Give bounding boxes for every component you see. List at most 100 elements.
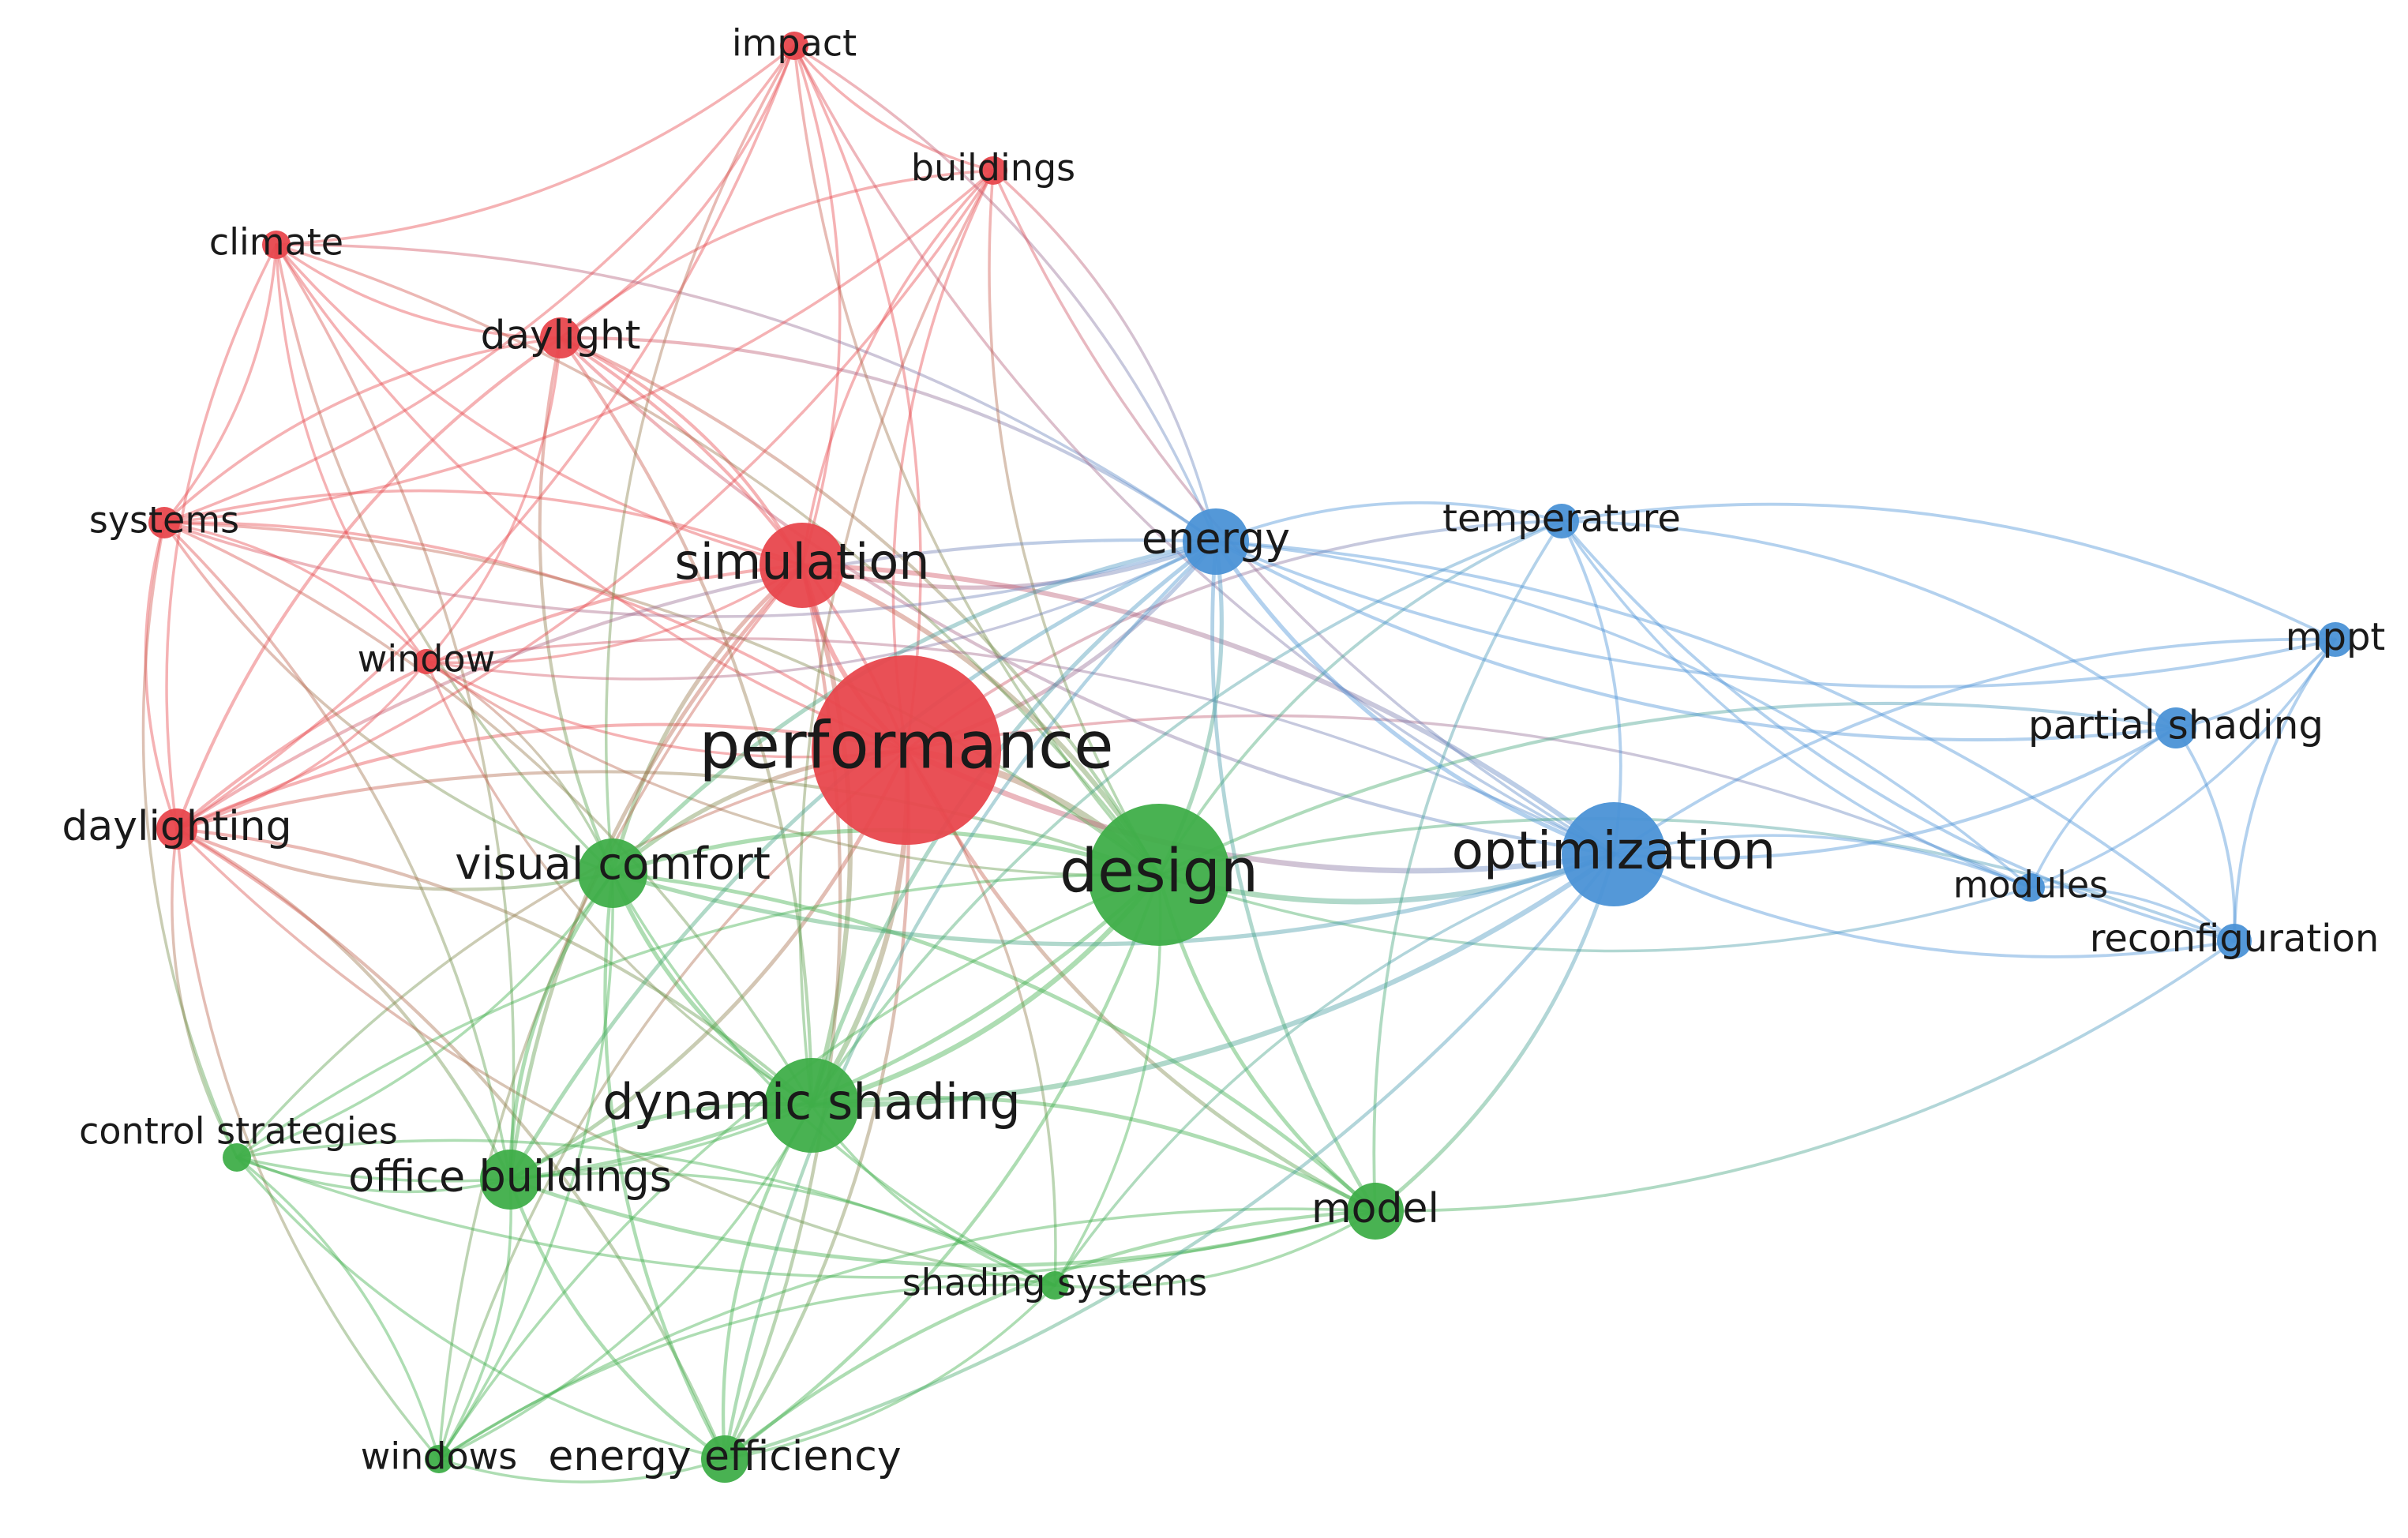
link-model-shading-systems — [1053, 1210, 1377, 1289]
link-climate-design — [275, 243, 1161, 876]
node-design[interactable] — [1088, 804, 1230, 946]
node-daylighting[interactable] — [156, 808, 197, 850]
link-daylighting-windows — [175, 827, 441, 1461]
node-simulation[interactable] — [760, 523, 845, 608]
node-energy[interactable] — [1183, 508, 1249, 575]
link-performance-impact — [793, 44, 922, 752]
link-window-optimization — [425, 637, 1615, 856]
node-mppt[interactable] — [2318, 622, 2353, 657]
link-window-visual-comfort — [425, 660, 614, 875]
link-energy-efficiency-energy — [722, 539, 1218, 1461]
link-visual-comfort-control-strategies — [235, 872, 614, 1159]
link-visual-comfort-energy-efficiency — [603, 871, 727, 1461]
node-windows[interactable] — [425, 1445, 453, 1473]
link-visual-comfort-office-buildings — [508, 871, 615, 1182]
link-buildings-energy — [992, 169, 1217, 543]
link-model-windows — [437, 1207, 1377, 1461]
node-climate[interactable] — [262, 231, 291, 259]
node-label-control-strategies: control strategies — [79, 1110, 398, 1153]
link-model-energy-efficiency — [722, 1209, 1378, 1461]
node-office-buildings[interactable] — [480, 1150, 540, 1210]
link-daylighting-dynamic-shading — [174, 827, 814, 1108]
link-office-buildings-windows — [437, 1178, 512, 1461]
link-performance-temperature — [905, 520, 1563, 752]
link-window-energy — [425, 540, 1217, 681]
link-modules-reconfiguration — [2029, 885, 2236, 943]
node-model[interactable] — [1347, 1183, 1404, 1240]
link-daylight-systems — [163, 336, 562, 524]
link-systems-control-strategies — [141, 521, 238, 1159]
node-dynamic-shading[interactable] — [764, 1058, 859, 1153]
link-daylight-buildings — [559, 169, 995, 339]
link-temperature-mppt — [1560, 502, 2337, 641]
link-shading-systems-windows — [437, 1283, 1056, 1461]
link-simulation-daylight — [558, 336, 805, 568]
node-daylight[interactable] — [540, 317, 581, 358]
link-dynamic-shading-optimization — [808, 851, 1617, 1108]
link-dynamic-shading-energy-efficiency — [721, 1103, 814, 1461]
node-modules[interactable] — [2016, 873, 2045, 902]
link-dynamic-shading-model — [809, 1095, 1378, 1214]
node-label-visual-comfort: visual comfort — [455, 838, 771, 890]
link-climate-energy — [275, 243, 1217, 543]
link-design-temperature — [1157, 520, 1563, 876]
node-impact[interactable] — [780, 32, 808, 60]
link-office-buildings-energy-efficiency — [508, 1177, 727, 1461]
node-partial-shading[interactable] — [2155, 707, 2196, 748]
link-daylight-optimization — [558, 336, 1616, 857]
node-window[interactable] — [414, 649, 439, 674]
node-label-office-buildings: office buildings — [348, 1152, 672, 1202]
link-daylighting-visual-comfort — [174, 827, 615, 891]
link-visual-comfort-optimization — [610, 852, 1616, 947]
node-visual-comfort[interactable] — [578, 838, 647, 908]
link-performance-energy-efficiency — [722, 748, 911, 1461]
node-shading-systems[interactable] — [1041, 1271, 1069, 1300]
link-impact-energy — [793, 44, 1217, 543]
node-label-modules: modules — [1953, 864, 2108, 906]
node-label-model: model — [1311, 1185, 1439, 1232]
node-label-partial-shading: partial shading — [2028, 703, 2324, 748]
link-performance-optimization — [903, 747, 1617, 874]
link-temperature-modules — [1560, 520, 2032, 889]
link-performance-climate — [275, 243, 908, 752]
link-impact-daylighting — [175, 44, 796, 831]
link-impact-buildings — [793, 44, 995, 172]
node-performance[interactable] — [812, 655, 1001, 845]
link-energy-efficiency-optimization — [722, 852, 1616, 1461]
link-performance-daylighting — [174, 722, 909, 831]
link-climate-systems — [163, 243, 278, 524]
link-shading-systems-energy-efficiency — [723, 1284, 1056, 1461]
link-window-daylighting — [175, 660, 428, 831]
link-dynamic-shading-windows — [437, 1104, 813, 1461]
node-reconfiguration[interactable] — [2217, 924, 2252, 958]
node-energy-efficiency[interactable] — [701, 1435, 748, 1483]
node-label-window: window — [358, 638, 496, 681]
node-buildings[interactable] — [979, 156, 1007, 185]
link-control-strategies-shading-systems — [235, 1138, 1056, 1287]
link-control-strategies-model — [235, 1156, 1377, 1279]
link-office-buildings-shading-systems — [508, 1171, 1056, 1287]
link-reconfiguration-mppt — [2233, 638, 2337, 943]
node-systems[interactable] — [148, 507, 180, 538]
link-daylight-design — [558, 336, 1161, 877]
link-design-reconfiguration — [1157, 817, 2236, 943]
link-energy-temperature — [1214, 501, 1563, 543]
node-label-daylighting: daylighting — [62, 803, 291, 850]
link-buildings-optimization — [992, 169, 1615, 856]
link-partial-shading-modules — [2029, 726, 2177, 889]
link-optimization-mppt — [1612, 637, 2337, 856]
node-temperature[interactable] — [1544, 504, 1579, 538]
link-window-design — [425, 660, 1161, 877]
node-optimization[interactable] — [1562, 802, 1666, 906]
link-systems-design — [163, 521, 1161, 876]
link-simulation-visual-comfort — [610, 563, 805, 876]
link-daylight-impact — [559, 44, 796, 339]
link-office-buildings-model — [508, 1177, 1378, 1268]
link-systems-window — [163, 521, 428, 663]
link-energy-optimization — [1213, 539, 1616, 857]
link-performance-modules — [905, 714, 2032, 889]
node-control-strategies[interactable] — [223, 1143, 251, 1172]
node-label-energy-efficiency: energy efficiency — [548, 1433, 901, 1480]
node-label-performance: performance — [699, 708, 1113, 783]
link-model-optimization — [1373, 852, 1616, 1214]
